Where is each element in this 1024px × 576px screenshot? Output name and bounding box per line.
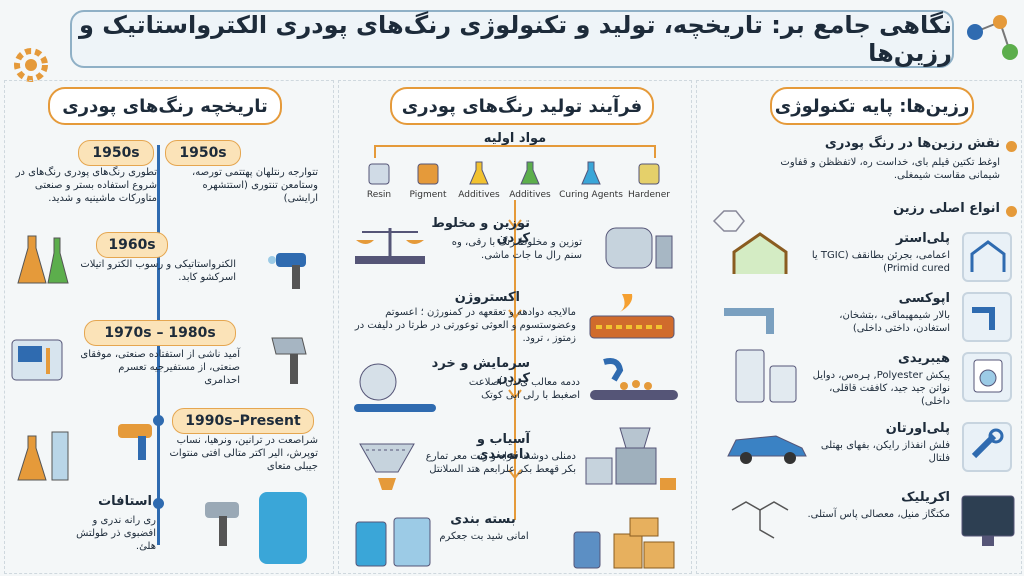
pigment-icon bbox=[417, 163, 439, 185]
resin-role-title: نقش رزین‌ها در رنگ پودری bbox=[824, 136, 1000, 151]
gear-icon bbox=[14, 48, 48, 82]
bullet-dot bbox=[1006, 206, 1017, 217]
mill-icon bbox=[585, 427, 676, 490]
additives-icon bbox=[469, 161, 489, 185]
step-text: امانی شید بت جعکرم bbox=[439, 531, 529, 542]
raw-materials-title: مواد اولیه bbox=[483, 131, 547, 146]
era-text: آمید ناشی از استفتاده صنعتی، موفقای صنعت… bbox=[80, 349, 240, 386]
raw-item-label: Resin bbox=[366, 190, 392, 200]
resin-type-text: اعمامی، بجرئن بطانقف (TGIC یا Primid cur… bbox=[811, 250, 950, 274]
spray-booth-icon bbox=[205, 492, 307, 564]
resin-type-icon bbox=[962, 292, 1012, 342]
resin-type-icon bbox=[962, 232, 1012, 282]
history-header: تاریخچه رنگ‌های پودری bbox=[48, 87, 282, 125]
resin-icon bbox=[368, 163, 390, 185]
resin-type-text: بالار شیمهیماقی، ،بتشخان، استغادن، داختی… bbox=[839, 310, 950, 334]
molecule-icon bbox=[712, 210, 745, 232]
chemical-structure-icon bbox=[731, 501, 789, 539]
mixer-icon bbox=[605, 227, 673, 269]
resin-type-text: فلش انفذاز رایکن، بفهای بهتلی فلتال bbox=[820, 440, 950, 464]
flask-icon bbox=[17, 235, 69, 284]
spray-gun-icon bbox=[118, 424, 152, 460]
powder-bag-icon bbox=[355, 517, 431, 567]
resin-type-name: پلی‌اورتان bbox=[885, 421, 950, 436]
flow-arrow bbox=[508, 200, 522, 520]
page-title: نگاهی جامع بر: تاریخچه، تولید و تکنولوژی… bbox=[70, 10, 954, 68]
era-badge: 1950s bbox=[78, 140, 154, 166]
step-title: آسیاب و دانه‌بندی bbox=[476, 432, 530, 462]
box-icon bbox=[573, 517, 675, 569]
step-title: سرمایش و خرد کردن bbox=[431, 356, 530, 386]
molecule-icon bbox=[967, 15, 1018, 60]
raw-item-label: Additives bbox=[509, 190, 551, 200]
era-text: ری رانه ندری و افضبوی ذر طولتش هلئ. bbox=[76, 515, 156, 552]
era-text: الکترواستاتیکی و رسوب الکترو اتیلات اسرک… bbox=[80, 259, 236, 283]
sieve-icon bbox=[359, 443, 415, 490]
resins-header: رزین‌ها: پایه تکنولوژی bbox=[770, 87, 974, 125]
era-badge: 1970s – 1980s bbox=[84, 320, 236, 346]
crusher-icon bbox=[590, 358, 678, 400]
raw-item-label: Pigment bbox=[409, 190, 447, 200]
scale-icon bbox=[355, 228, 425, 264]
pipe-icon bbox=[724, 308, 774, 334]
house-frame-icon bbox=[970, 240, 1006, 272]
refrigerator-icon bbox=[735, 349, 797, 403]
raw-materials-bracket bbox=[374, 145, 656, 158]
era-badge: 1960s bbox=[96, 232, 168, 258]
resin-type-name: اپوکسی bbox=[898, 291, 950, 306]
resin-type-text: پیکش Polyester, ہرەس، دوایل نواتن جید جی… bbox=[812, 370, 950, 407]
era-badge: 1950s bbox=[165, 140, 241, 166]
step-text: مالایجه دوادهه و تعقعهه در کمنورژن ؛ اعس… bbox=[354, 307, 576, 344]
additives-icon bbox=[520, 161, 540, 185]
resin-type-text: مکتگاز منیل، معصالی پاس آستلی. bbox=[807, 509, 950, 520]
lab-icon bbox=[17, 431, 69, 481]
history-panel bbox=[4, 80, 334, 574]
era-badge: 1990s–Present bbox=[172, 408, 314, 434]
curing-agents-icon bbox=[581, 161, 601, 185]
extruder-icon bbox=[589, 294, 675, 339]
car-icon bbox=[727, 435, 807, 464]
cooling-roller-icon bbox=[354, 363, 436, 412]
timeline-dot bbox=[153, 415, 164, 426]
resin-types-title: انواع اصلی رزین bbox=[893, 201, 1000, 216]
resin-role-text: اوغط تکتین قیلم بای، خداست ره، لاتفظظن و… bbox=[780, 157, 1000, 181]
step-title: اکستروژن bbox=[454, 290, 520, 305]
raw-item-label: Additives bbox=[458, 190, 500, 200]
washing-machine-icon bbox=[973, 359, 1003, 393]
bullet-dot bbox=[1006, 141, 1017, 152]
step-title: توزین و مخلوط کردن bbox=[431, 216, 530, 246]
spray-gun-icon bbox=[271, 337, 307, 384]
raw-item-label: Hardener bbox=[627, 190, 671, 200]
hardener-icon bbox=[638, 163, 660, 185]
greenhouse-icon bbox=[732, 232, 788, 274]
era-text: تطوری رنگ‌های پودری رنگ‌های در شروع استف… bbox=[15, 167, 157, 204]
resin-type-name: هیبریدی bbox=[897, 351, 950, 366]
step-text: توزین و مخلوط رنگ با رقی، وه سنم رال ما … bbox=[451, 237, 582, 261]
pipe-icon bbox=[972, 307, 995, 330]
resins-panel bbox=[696, 80, 1022, 574]
resin-type-name: اکریلیک bbox=[901, 490, 950, 505]
process-header: فرآیند تولید رنگ‌های پودری bbox=[390, 87, 654, 125]
era-text: تتوارجه رنتلهان پهتتمی تورصه، وستامعن تن… bbox=[192, 167, 318, 204]
monitor-icon bbox=[961, 495, 1015, 546]
step-text: دمنلی دوشت هراه و رتت معر تمارع بکر قهعط… bbox=[425, 451, 576, 475]
raw-item-label: Curing Agents bbox=[559, 190, 623, 200]
timeline-dot bbox=[153, 498, 164, 509]
resin-type-name: پلی‌استر bbox=[896, 231, 950, 246]
step-text: ددمه معالب ی دن اصلاعت اصغبط با رلی ابی … bbox=[468, 377, 580, 401]
spray-gun-icon bbox=[268, 253, 306, 289]
era-text: شراصعت در ترانین، ونرهیا، نساب توپرش، ال… bbox=[169, 435, 318, 472]
tool-icon bbox=[971, 428, 1004, 459]
step-title: بسته بندی bbox=[450, 512, 516, 527]
era-title: استافات bbox=[98, 494, 152, 509]
process-panel bbox=[338, 80, 692, 574]
machine-icon bbox=[11, 339, 63, 381]
